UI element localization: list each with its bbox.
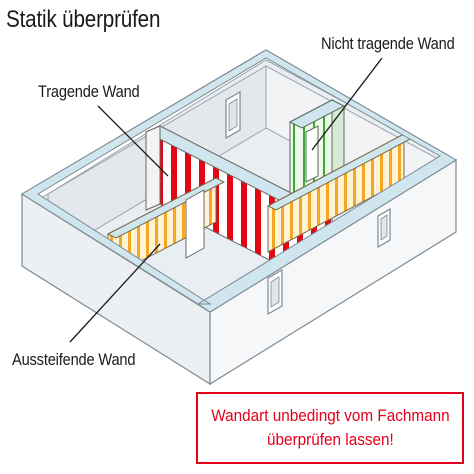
leader-line-load-bearing: [97, 105, 169, 177]
label-load-bearing-wall: Tragende Wand: [38, 82, 140, 101]
notice-line-1: Wandart unbedingt vom Fachmann: [210, 406, 450, 425]
label-bracing-wall: Aussteifende Wand: [12, 350, 136, 369]
notice-box: Wandart unbedingt vom Fachmann überprüfe…: [196, 392, 464, 464]
page-title: Statik überprüfen: [6, 6, 161, 33]
leader-line-bracing: [69, 243, 161, 343]
bracing-wall-left: [106, 177, 226, 279]
window-front: [267, 268, 283, 316]
window-right: [377, 207, 391, 249]
window-back: [225, 90, 241, 140]
label-non-load-bearing-wall: Nicht tragende Wand: [321, 34, 455, 53]
notice-line-2: überprüfen lassen!: [266, 430, 394, 449]
wall-top-band: [21, 49, 457, 313]
leader-line-non-load-bearing: [311, 57, 383, 151]
